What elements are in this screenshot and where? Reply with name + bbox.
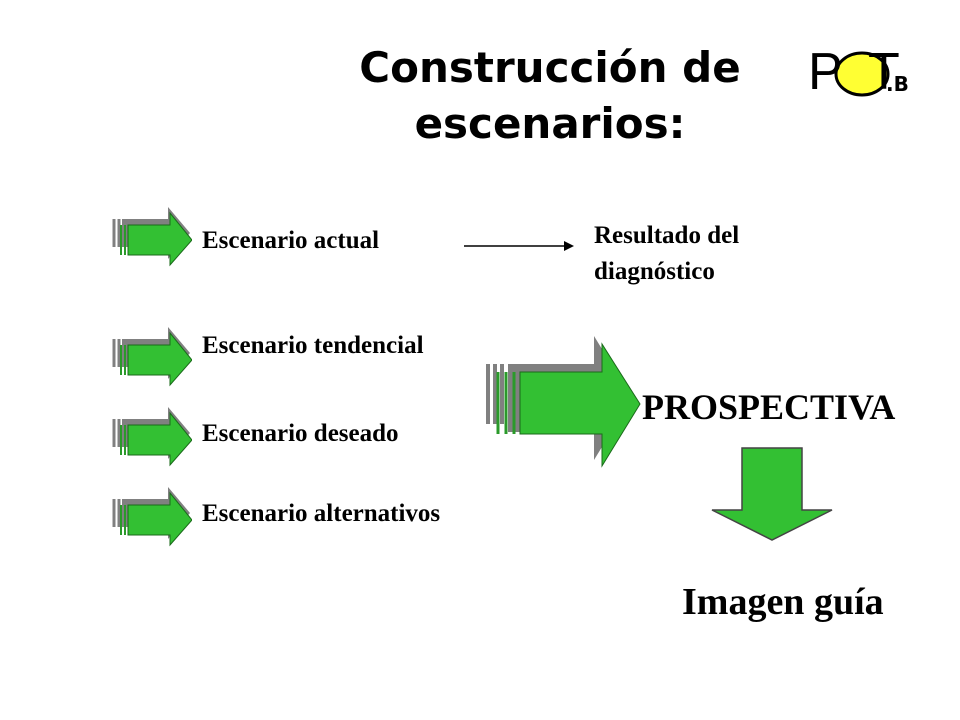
connector-arrow [464,241,574,251]
prospectiva-label: PROSPECTIVA [642,387,896,427]
logo-suffix: .B [886,72,909,96]
arrow-icon-alternativos [112,487,192,547]
slide-title: Construcción de escenarios: [300,40,800,152]
logo-ellipse [834,51,890,97]
result-text: Resultado del diagnóstico [594,218,739,290]
scenario-label-deseado: Escenario deseado [202,420,399,447]
arrow-icon-deseado [112,407,192,467]
result-line-2: diagnóstico [594,258,715,285]
scenario-label-alternativos: Escenario alternativos [202,500,441,527]
arrow-icon-tendencial [112,327,192,387]
scenario-label-tendencial: Escenario tendencial [202,332,424,359]
title-line-2: escenarios: [414,99,686,148]
large-arrow-icon [486,336,641,468]
title-line-1: Construcción de [359,43,741,92]
scenario-label-actual: Escenario actual [202,227,380,254]
arrow-icon-actual [112,207,192,267]
imagen-guia-label: Imagen guía [682,581,884,623]
logo-letter-p: P [808,43,843,101]
pot-logo: P T .B [806,43,926,102]
logo-letter-t: T [868,43,900,101]
down-arrow-icon [711,447,833,541]
result-line-1: Resultado del [594,222,740,249]
